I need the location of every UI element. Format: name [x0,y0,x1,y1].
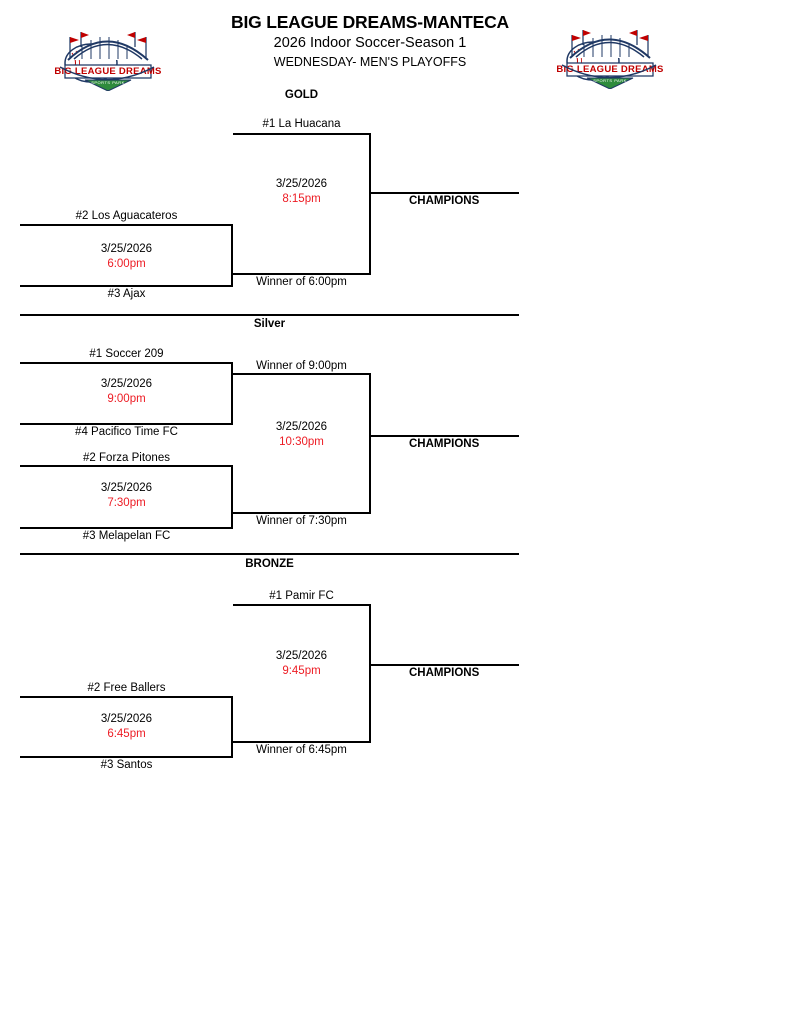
champions-label-silver: CHAMPIONS [409,438,480,450]
match-gold-final-date: 3/25/2026 [275,178,328,190]
match-silver-final-time: 10:30pm [279,436,324,448]
slot-silver-seed-1: #1 Soccer 209 [89,348,164,360]
bracket-line-silver-semi2-bottom [20,527,233,529]
match-silver-final: 3/25/2026 10:30pm [233,420,370,450]
match-gold-final: 3/25/2026 8:15pm [233,177,370,207]
bracket-connector-bronze-final [369,604,371,741]
page-title: BIG LEAGUE DREAMS-MANTECA [231,12,509,32]
section-title-gold: GOLD [284,89,319,101]
bracket-line-silver-champions [369,435,519,437]
logo-tagline: SPORTS PARK [593,78,627,83]
big-league-dreams-logo: BIG LEAGUE DREAMS SPORTS PARK [48,17,166,91]
match-gold-semifinal-date: 3/25/2026 [100,243,153,255]
match-gold-final-time: 8:15pm [282,193,321,205]
bracket-line-gold-top [233,133,370,135]
bracket-line-gold-champions [369,192,519,194]
bracket-line-silver-semi1-top [20,362,233,364]
match-silver-semifinal-2: 3/25/2026 7:30pm [20,481,233,511]
match-bronze-semifinal: 3/25/2026 6:45pm [20,712,233,742]
logo-wordmark: BIG LEAGUE DREAMS [54,66,161,77]
bracket-connector-silver-semi2 [231,465,233,527]
slot-silver-seed-3: #3 Melapelan FC [82,530,171,542]
match-bronze-semifinal-date: 3/25/2026 [100,713,153,725]
slot-bronze-seed-3: #3 Santos [100,759,153,771]
page-subtitle: 2026 Indoor Soccer-Season 1 [273,35,467,51]
match-silver-semifinal-2-time: 7:30pm [107,497,146,509]
bracket-line-bronze-final-bottom [233,741,371,743]
bracket-line-bronze-top [233,604,370,606]
bracket-line-gold-semi-bottom [20,285,233,287]
slot-gold-winner-6pm: Winner of 6:00pm [256,276,347,288]
slot-silver-seed-2: #2 Forza Pitones [83,452,170,464]
slot-bronze-winner-645pm: Winner of 6:45pm [256,744,347,756]
slot-gold-seed-3: #3 Ajax [107,288,146,300]
section-title-silver: Silver [253,318,286,330]
bracket-line-silver-semi1-bottom [20,423,233,425]
match-silver-semifinal-2-date: 3/25/2026 [100,482,153,494]
match-silver-semifinal-1-date: 3/25/2026 [100,378,153,390]
match-bronze-semifinal-time: 6:45pm [107,728,146,740]
logo-wordmark: BIG LEAGUE DREAMS [556,64,663,75]
bracket-line-bronze-semi-bottom [20,756,233,758]
bracket-connector-bronze-semi [231,696,233,756]
match-gold-semifinal-time: 6:00pm [107,258,146,270]
match-silver-semifinal-1-time: 9:00pm [107,393,146,405]
slot-gold-seed-2: #2 Los Aguacateros [75,210,178,222]
slot-silver-winner-9pm: Winner of 9:00pm [256,360,347,372]
slot-silver-winner-730pm: Winner of 7:30pm [256,515,347,527]
match-silver-final-date: 3/25/2026 [275,421,328,433]
slot-bronze-seed-1: #1 Pamir FC [269,590,334,602]
bracket-connector-silver-final [369,373,371,512]
slot-bronze-seed-2: #2 Free Ballers [87,682,166,694]
section-divider-silver [20,314,519,316]
page-subtitle-2: WEDNESDAY- MEN'S PLAYOFFS [273,55,467,69]
bracket-line-silver-semi2-top [20,465,233,467]
match-silver-semifinal-1: 3/25/2026 9:00pm [20,377,233,407]
bracket-line-silver-final-bottom [233,512,371,514]
header-title-block: BIG LEAGUE DREAMS-MANTECA 2026 Indoor So… [180,12,560,72]
logo-tagline: SPORTS PARK [91,80,125,85]
champions-label-bronze: CHAMPIONS [409,667,480,679]
match-bronze-final-date: 3/25/2026 [275,650,328,662]
section-title-bronze: BRONZE [245,558,294,570]
bracket-line-gold-semi-top [20,224,233,226]
bracket-connector-gold-final [369,133,371,273]
match-bronze-final-time: 9:45pm [282,665,321,677]
bracket-line-gold-final-bottom [233,273,371,275]
bracket-line-bronze-champions [369,664,519,666]
bracket-line-bronze-semi-top [20,696,233,698]
bracket-line-silver-final-top [233,373,370,375]
slot-silver-seed-4: #4 Pacifico Time FC [75,426,178,438]
bracket-connector-gold-semi [231,224,233,285]
big-league-dreams-logo: BIG LEAGUE DREAMS SPORTS PARK [550,15,668,89]
champions-label-gold: CHAMPIONS [409,195,480,207]
match-bronze-final: 3/25/2026 9:45pm [233,649,370,679]
slot-gold-seed-1: #1 La Huacana [262,118,341,130]
section-divider-bronze [20,553,519,555]
match-gold-semifinal: 3/25/2026 6:00pm [20,242,233,272]
bracket-connector-silver-semi1 [231,362,233,423]
